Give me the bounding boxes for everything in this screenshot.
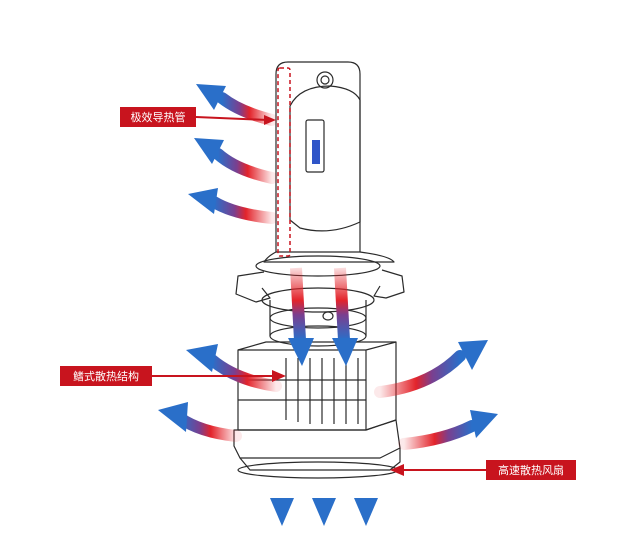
airflow-arrow-icon [354,480,378,526]
callout-fan-label: 高速散热风扇 [498,463,564,477]
airflow-arrow-icon [398,410,498,450]
led-housing [275,61,361,253]
bulb-outline [233,61,405,479]
callout-fin-structure: 鳍式散热结构 [60,366,286,386]
led-chip [312,140,320,164]
callout-heat-pipe: 极效导热管 [120,107,276,127]
flange-ring [255,255,381,277]
base-washer [322,311,334,321]
airflow-arrow-icon [158,402,242,442]
callout-heat-pipe-label: 极效导热管 [131,110,186,124]
airflow-arrow-icon [270,480,294,526]
bulb-neck [263,251,395,263]
housing-side-plate [289,85,361,232]
fan-housing [233,419,401,459]
mount-hole [316,71,334,89]
airflow-arrow-icon [188,188,278,224]
heat-pipe-highlight [277,67,291,257]
airflow-arrow-icon [374,340,488,398]
airflow-arrow-icon [194,138,278,184]
led-chip-frame [305,119,325,173]
airflow-arrow-icon [196,84,278,126]
locking-tab-left [235,271,271,303]
callout-fin-structure-label: 鳍式散热结构 [73,369,139,383]
callout-fan: 高速散热风扇 [390,460,576,480]
airflow-arrow-icon [312,480,336,526]
airflow-arrow-icon [332,267,358,366]
heatsink-fins [285,358,359,424]
airflow-arrow-icon [288,267,314,366]
locking-tab-right [373,269,405,299]
